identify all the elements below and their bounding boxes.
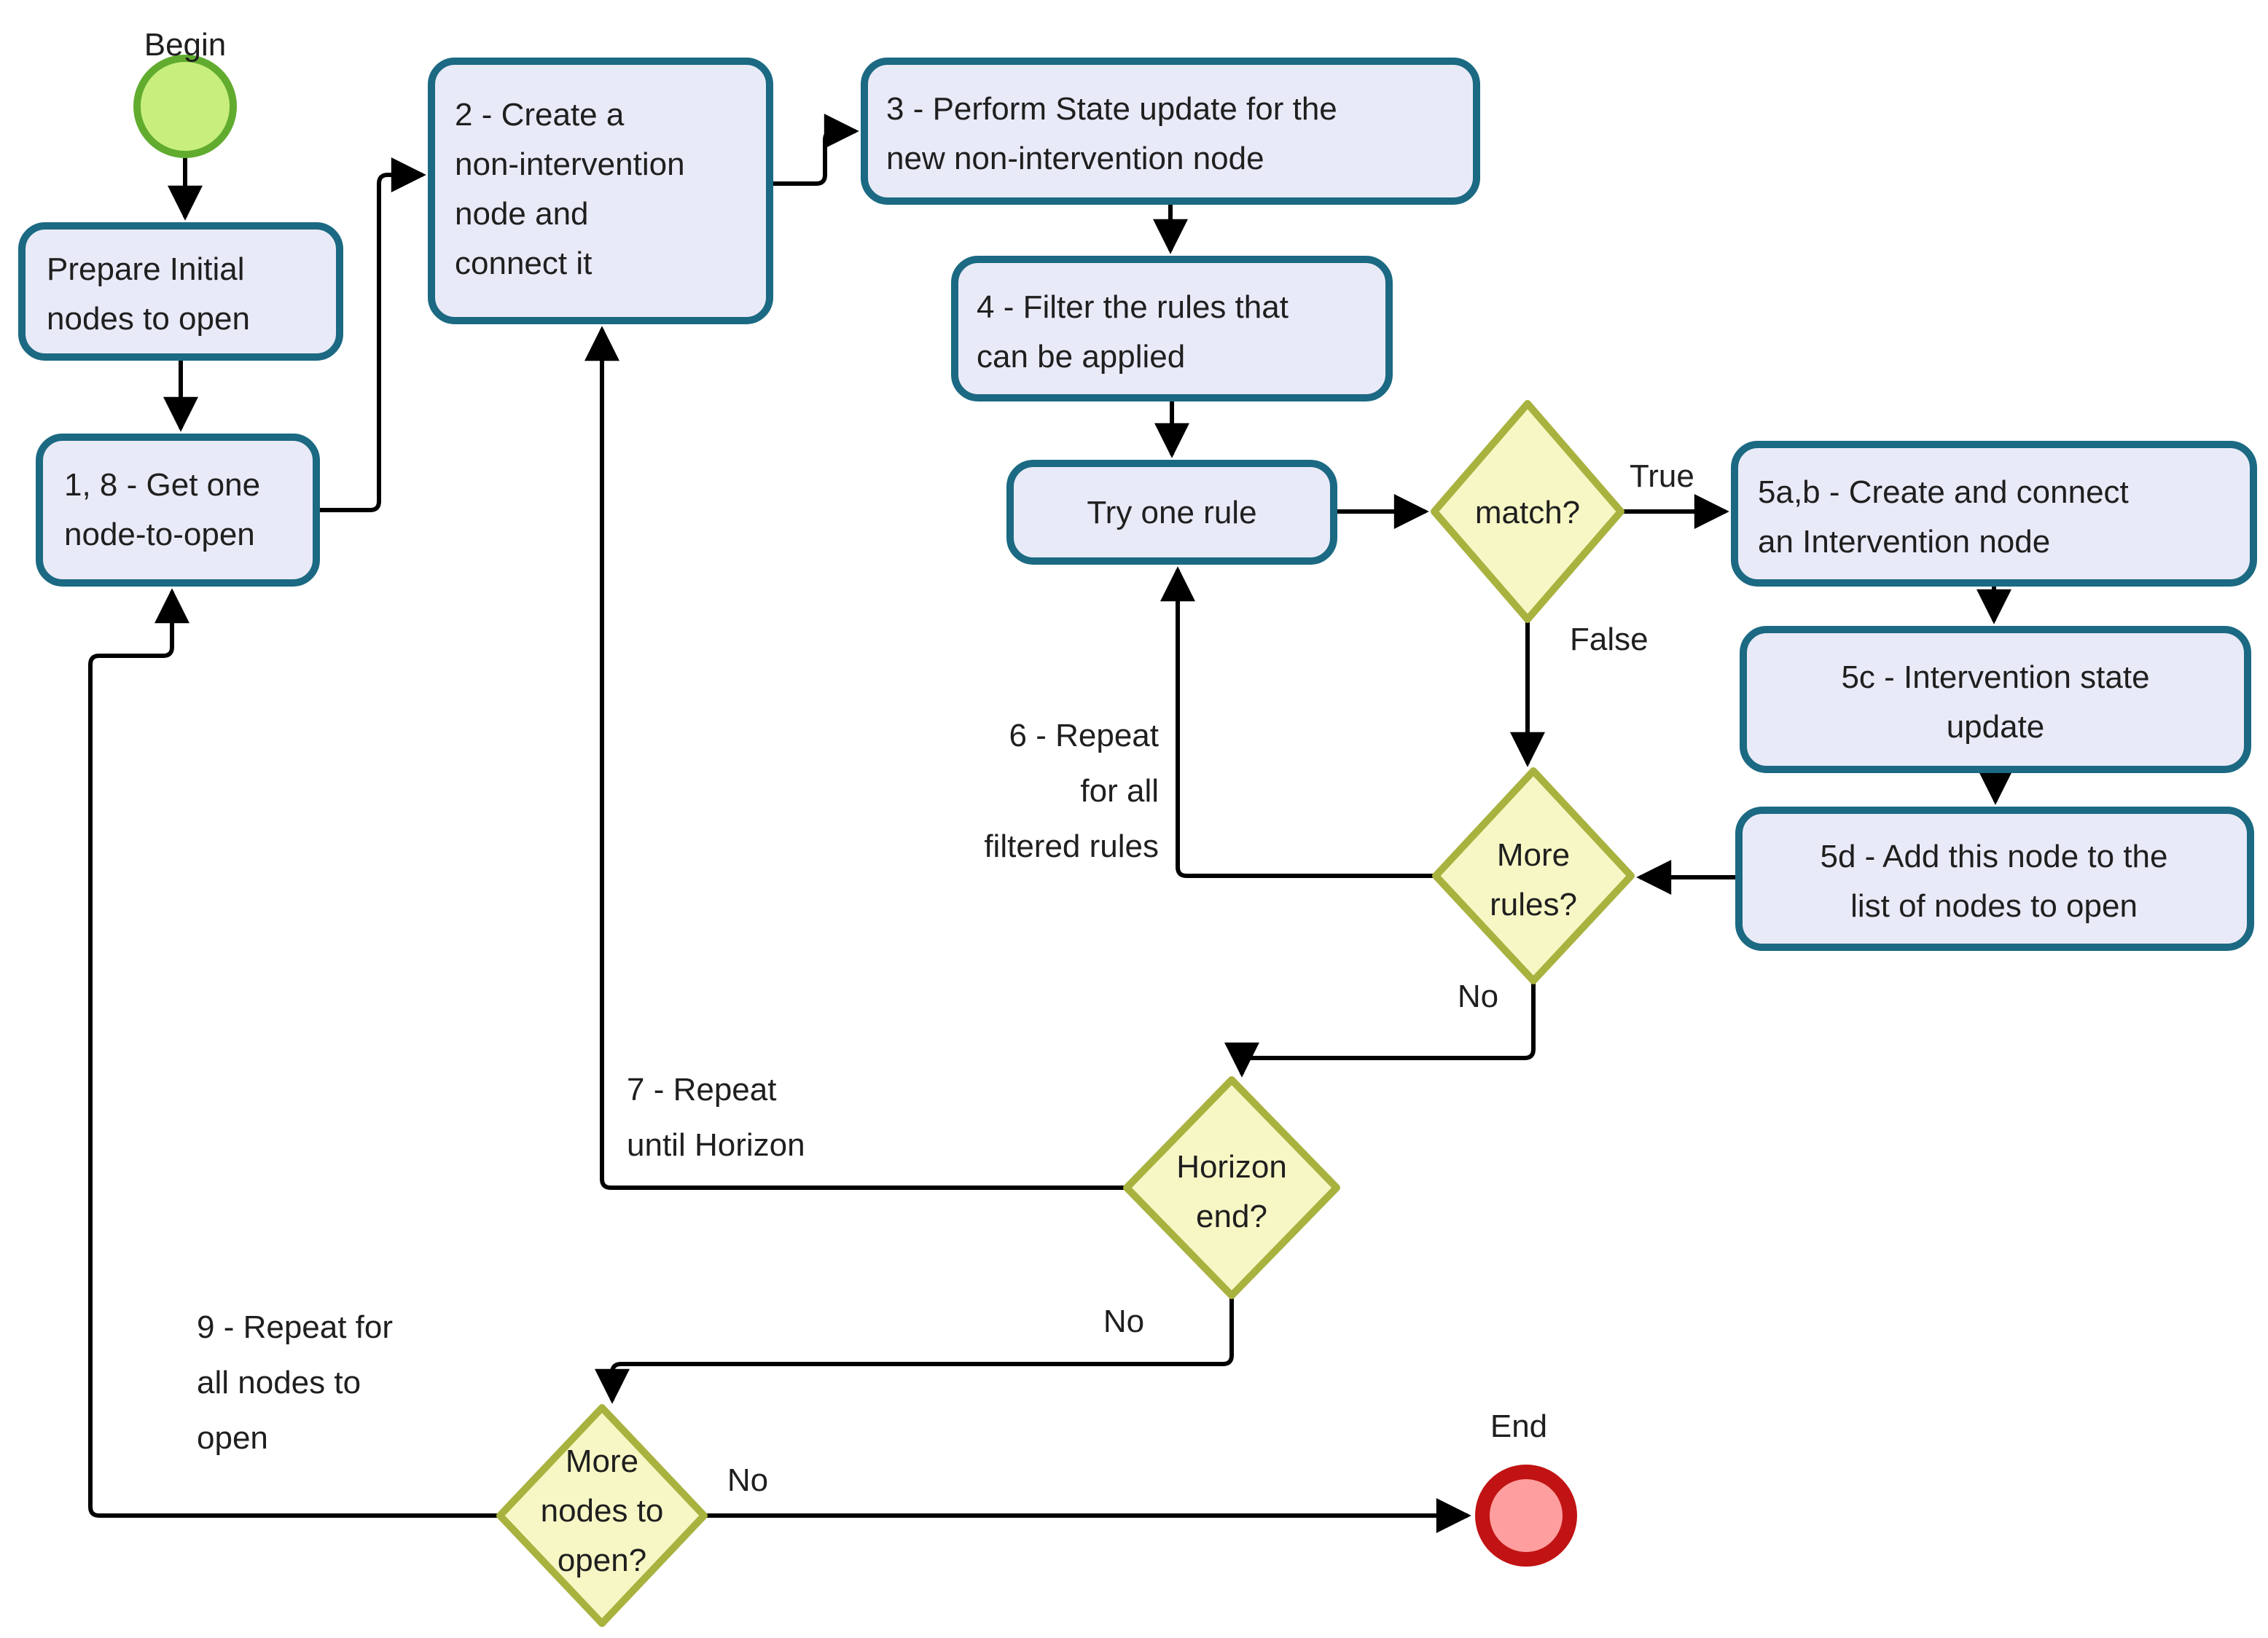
edge-more-nodes-loop-to-get [88,588,500,1518]
end-circle [1475,1465,1577,1567]
edge-get-to-create [316,157,426,512]
node-more-rules-shape [1432,767,1635,984]
node-filter-rules-shape [951,256,1393,401]
label-begin-label: Begin [144,27,227,63]
begin-circle [133,55,237,158]
node-add-node-to-list-shape [1735,807,2254,951]
node-horizon-end-shape [1123,1076,1340,1299]
label-false-label: False [1570,622,1649,657]
edge-create-to-state-update [770,114,859,186]
node-create-non-intervention-shape [428,58,773,324]
edge-horizon-no-to-more-nodes [595,1296,1234,1404]
node-create-intervention-shape [1731,441,2257,587]
node-state-update-shape [861,58,1480,205]
edge-more-rules-no-to-horizon [1224,981,1536,1078]
node-try-one-rule-label: Try one rule [1087,495,1256,530]
label-no-label-horizon: No [1103,1304,1144,1339]
label-no-label-more-rules: No [1458,979,1498,1014]
label-true-label: True [1630,458,1694,494]
node-match-label: match? [1475,495,1580,530]
node-match-shape [1431,400,1624,623]
node-try-one-rule-shape [1006,460,1337,565]
node-intervention-state-update-shape [1740,626,2251,773]
label-no-label-more-nodes: No [727,1462,768,1498]
node-get-one-node-shape [36,434,320,587]
node-prepare-initial-shape [18,222,343,361]
node-more-nodes-shape [496,1404,708,1627]
label-end-label: End [1490,1408,1547,1444]
edge-horizon-loop-to-create [584,326,1127,1190]
edge-more-rules-loop-to-try [1160,566,1436,878]
